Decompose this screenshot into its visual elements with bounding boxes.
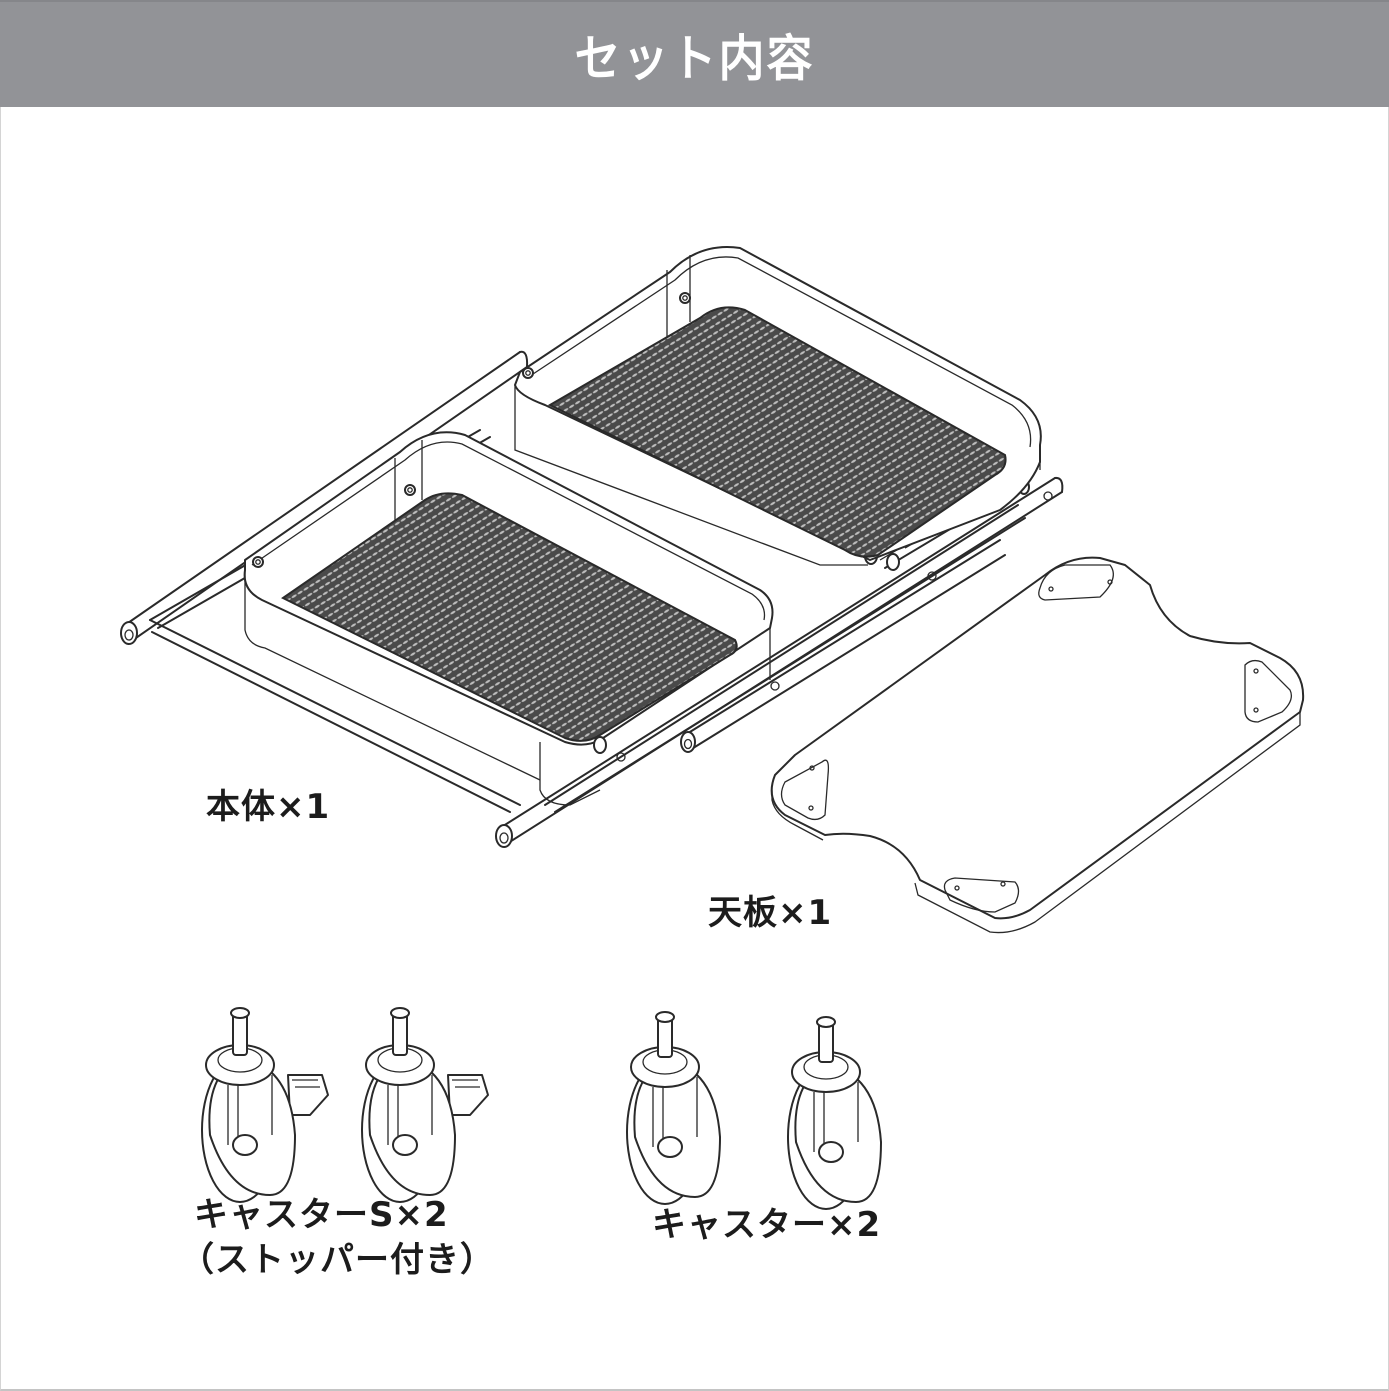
caster-s-icon-1	[201, 1007, 329, 1203]
header-bar: セット内容	[0, 0, 1389, 107]
caster-s-icon-2	[361, 1007, 489, 1203]
label-body: 本体×1	[206, 787, 331, 827]
label-caster: キャスター×2	[652, 1205, 882, 1245]
label-top-board: 天板×1	[708, 893, 833, 933]
top-board-icon	[770, 556, 1305, 934]
label-caster-s: キャスターS×2	[194, 1195, 449, 1235]
page-title: セット内容	[574, 28, 815, 87]
label-caster-s-note: （ストッパー付き）	[180, 1240, 495, 1280]
cart-body-icon	[120, 246, 1064, 848]
caster-icon-2	[787, 1016, 882, 1210]
caster-icon-1	[626, 1011, 721, 1205]
